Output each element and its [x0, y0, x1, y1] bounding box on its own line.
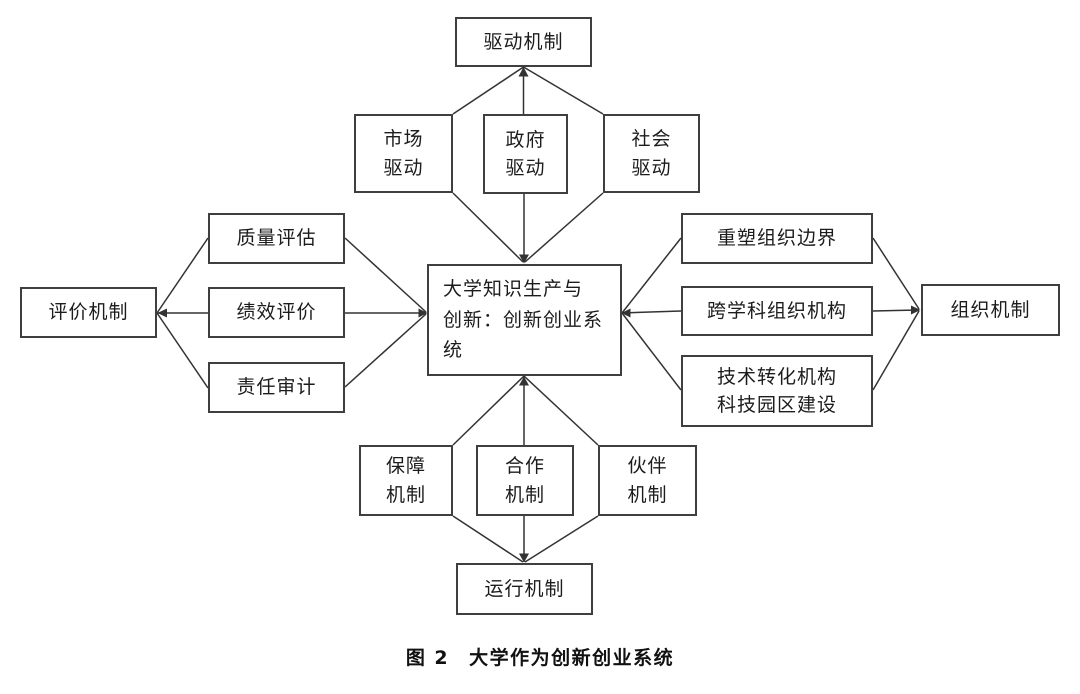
arrowhead-into-evaluation — [157, 308, 167, 318]
edge-evaluation-audit — [156, 312, 209, 389]
node-label: 大学知识生产与 创新：创新创业系 统 — [443, 277, 604, 362]
edge-center-reshape — [621, 237, 682, 314]
node-label: 社会 驱动 — [631, 128, 672, 179]
edge-partner-operation — [524, 515, 599, 563]
node-responsibility-audit: 责任审计 — [208, 362, 345, 413]
figure-caption: 图 2 大学作为创新创业系统 — [0, 643, 1080, 670]
arrowhead-into-drive — [518, 67, 529, 77]
node-center-system: 大学知识生产与 创新：创新创业系 统 — [427, 264, 622, 376]
node-label: 驱动机制 — [483, 30, 564, 53]
node-label: 运行机制 — [484, 577, 565, 600]
edge-audit-center — [344, 313, 427, 388]
figure-number: 图 2 — [405, 647, 450, 669]
edge-center-interdisciplinary — [621, 310, 682, 314]
edge-reshape-organization — [872, 237, 920, 310]
node-reshape-boundaries: 重塑组织边界 — [681, 213, 873, 264]
node-quality-assessment: 质量评估 — [208, 213, 345, 264]
node-label: 伙伴 机制 — [627, 455, 668, 506]
arrowhead-into-center-bottom — [519, 376, 529, 386]
edge-drive-market — [452, 66, 524, 115]
node-label: 评价机制 — [48, 301, 129, 324]
node-society-drive: 社会 驱动 — [603, 114, 700, 193]
node-label: 技术转化机构 科技园区建设 — [716, 365, 837, 417]
node-guarantee-mechanism: 保障 机制 — [359, 445, 453, 516]
edge-center-guarantee — [452, 375, 525, 446]
node-label: 保障 机制 — [385, 455, 426, 506]
node-label: 质量评估 — [236, 227, 317, 250]
edge-drive-society — [523, 66, 604, 115]
edge-center-partner — [523, 375, 599, 446]
edge-society-center — [524, 192, 604, 263]
node-performance-evaluation: 绩效评价 — [208, 287, 345, 338]
edge-market-center — [452, 192, 524, 263]
node-partner-mechanism: 伙伴 机制 — [598, 445, 697, 516]
node-organization-mechanism: 组织机制 — [921, 284, 1060, 336]
arrowhead-into-operation — [519, 553, 529, 563]
node-label: 责任审计 — [236, 376, 317, 399]
node-label: 组织机制 — [950, 298, 1031, 321]
edge-center-techtransfer — [621, 312, 682, 391]
arrowhead-into-organization — [911, 305, 921, 315]
edge-techtransfer-organization — [872, 310, 920, 391]
node-label: 跨学科组织机构 — [706, 299, 847, 322]
node-label: 重塑组织边界 — [716, 227, 837, 250]
node-label: 市场 驱动 — [383, 128, 424, 179]
node-interdisciplinary-organization: 跨学科组织机构 — [681, 286, 873, 336]
node-label: 绩效评价 — [236, 301, 317, 324]
arrowhead-into-center-top — [519, 254, 529, 264]
node-drive-mechanism: 驱动机制 — [455, 17, 592, 67]
node-label: 政府 驱动 — [505, 128, 546, 180]
figure-title: 大学作为创新创业系统 — [469, 647, 675, 669]
edge-evaluation-quality — [156, 237, 209, 314]
arrowhead-into-center-right — [621, 308, 631, 318]
node-operation-mechanism: 运行机制 — [456, 563, 593, 615]
edge-guarantee-operation — [452, 515, 524, 563]
edge-quality-center — [344, 237, 427, 313]
node-evaluation-mechanism: 评价机制 — [20, 287, 157, 338]
node-government-drive: 政府 驱动 — [483, 114, 568, 194]
arrowhead-into-center-left — [418, 308, 428, 318]
node-tech-transfer: 技术转化机构 科技园区建设 — [681, 355, 873, 427]
node-cooperation-mechanism: 合作 机制 — [476, 445, 574, 516]
node-label: 合作 机制 — [504, 455, 545, 506]
node-market-drive: 市场 驱动 — [354, 114, 453, 193]
